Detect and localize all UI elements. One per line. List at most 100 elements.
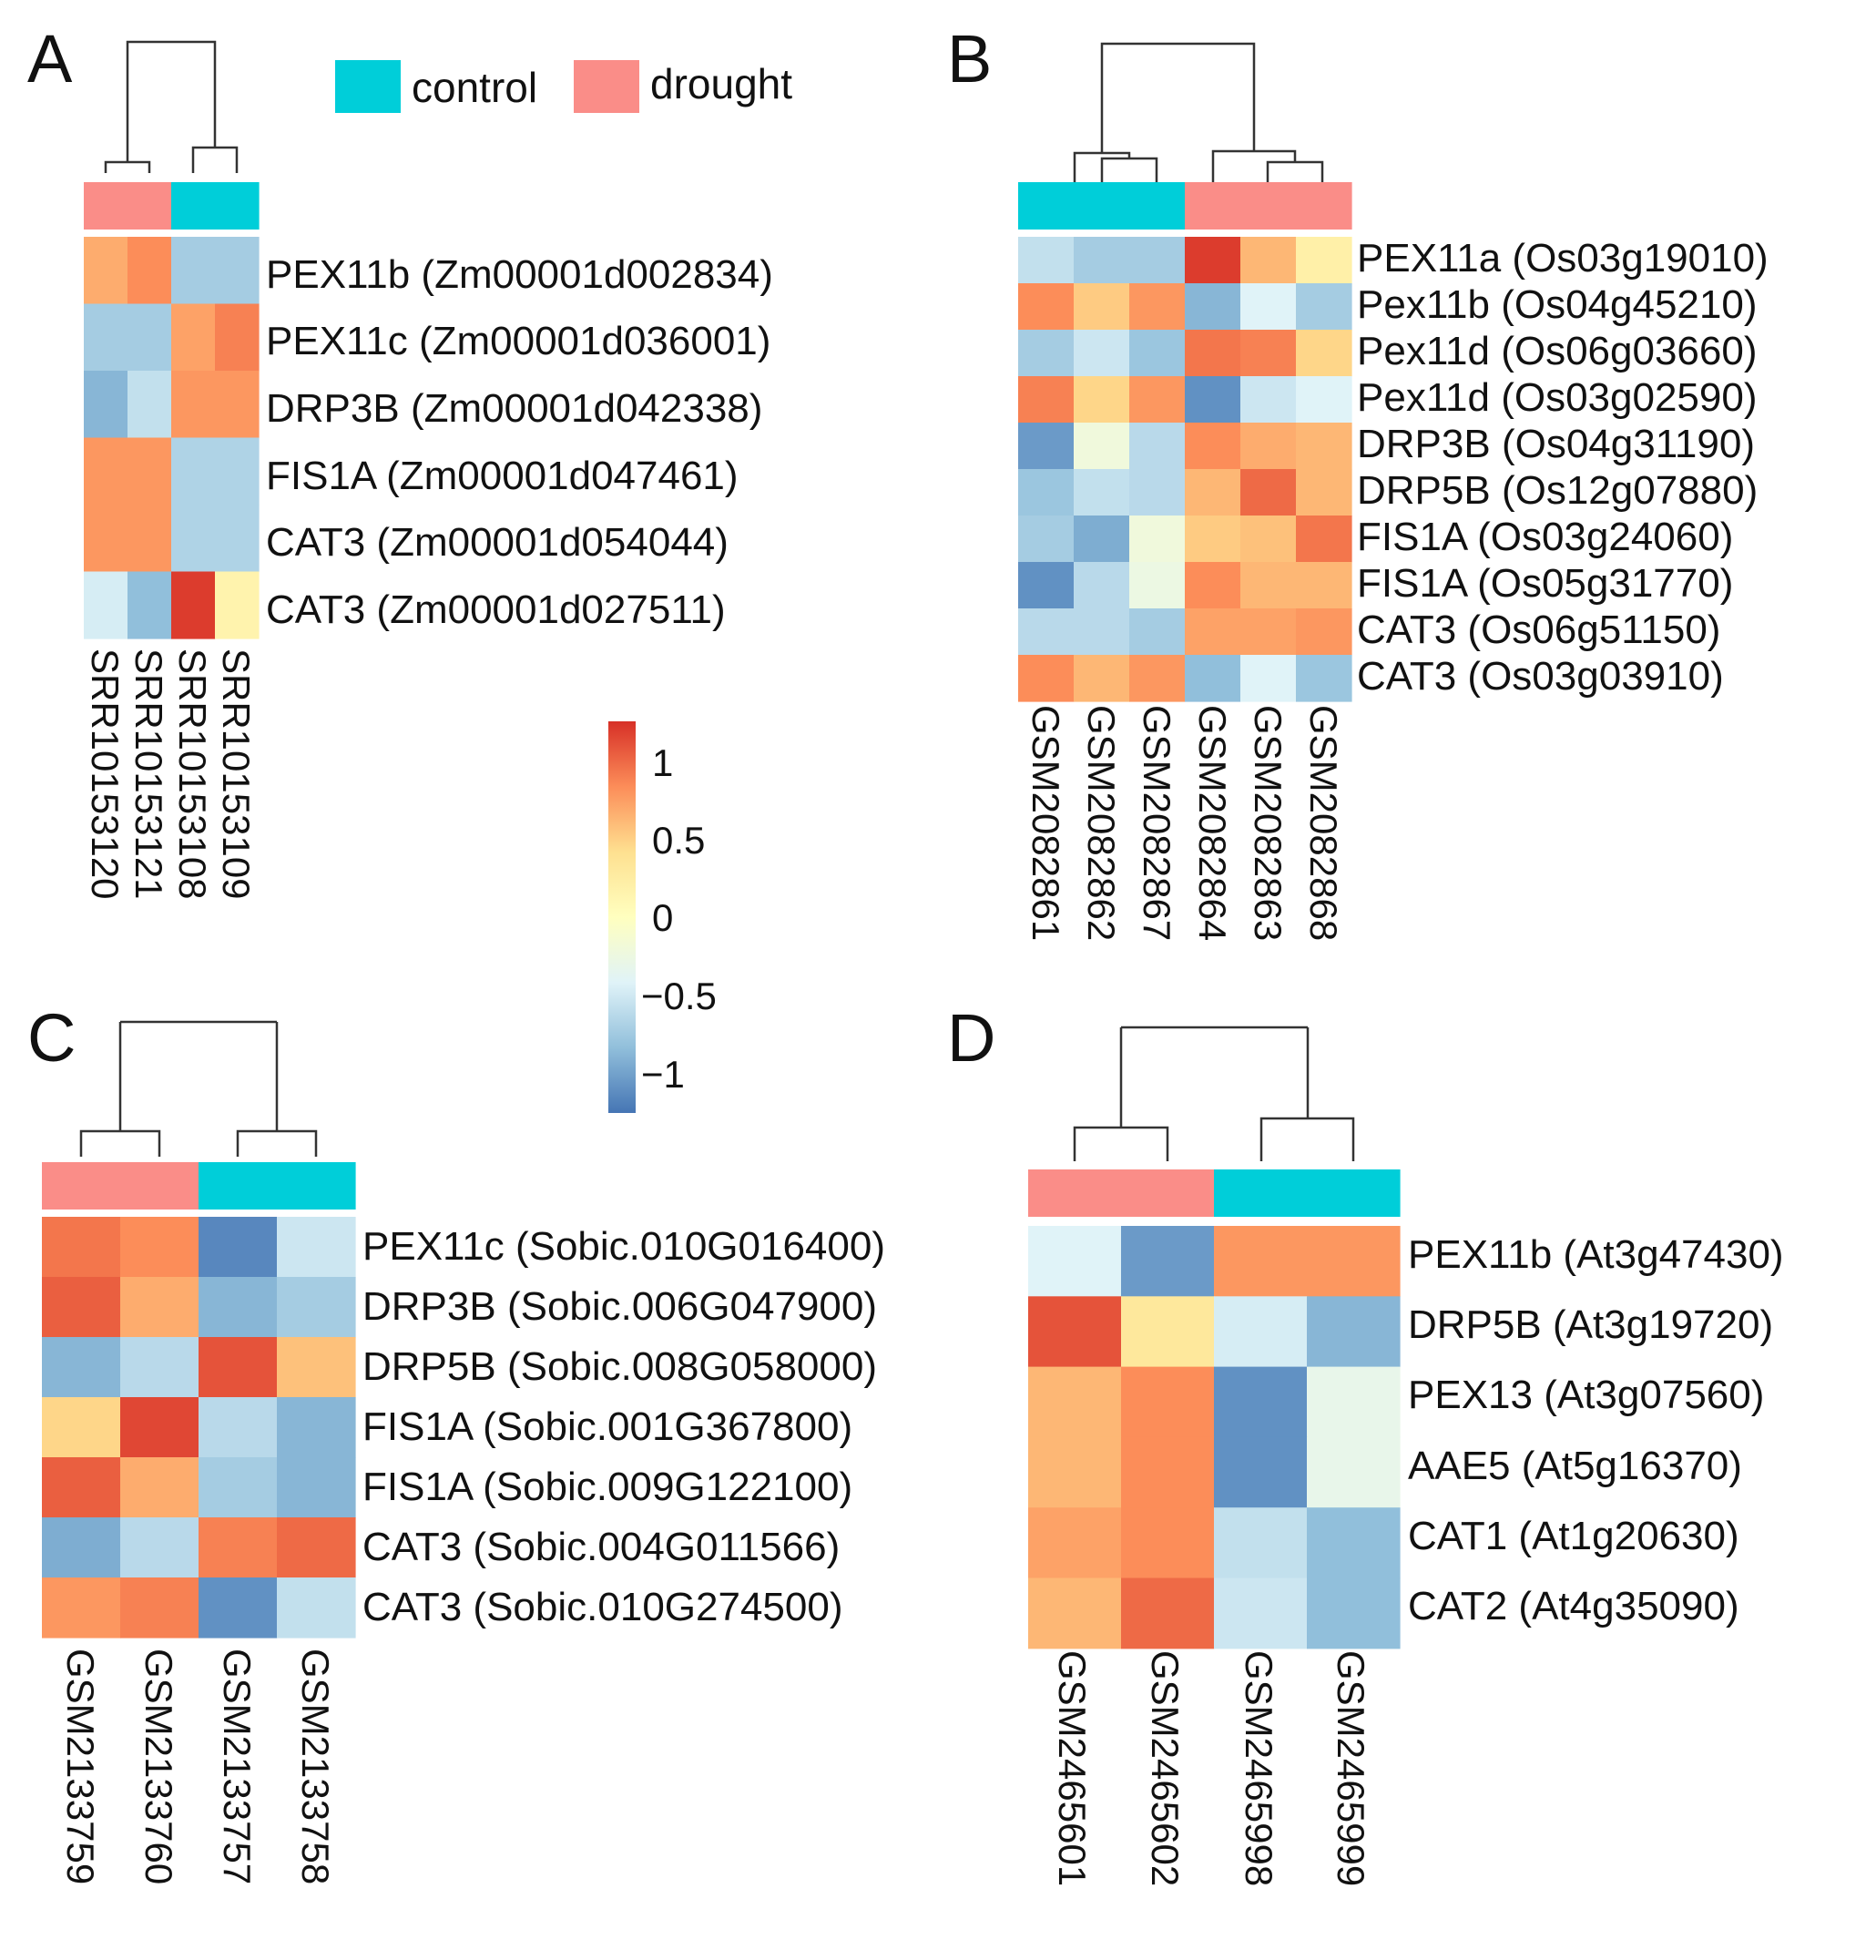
heatmap-cell-d bbox=[1307, 1577, 1401, 1649]
heatmap-cell-c bbox=[120, 1457, 199, 1518]
column-label: GSM2465998 bbox=[1238, 1650, 1280, 1886]
row-label: DRP3B (Sobic.006G047900) bbox=[362, 1284, 877, 1329]
row-label: PEX11c (Zm00001d036001) bbox=[266, 319, 770, 363]
heatmap-cell-b bbox=[1296, 283, 1352, 331]
heatmap-cell-d bbox=[1307, 1366, 1401, 1438]
dendrogram-columns-b bbox=[1073, 42, 1324, 182]
heatmap-cell-b bbox=[1240, 330, 1297, 377]
heatmap-cell-c bbox=[277, 1457, 356, 1518]
heatmap-cell-b bbox=[1296, 423, 1352, 470]
heatmap-cell-d bbox=[1028, 1507, 1122, 1579]
heatmap-cell-b bbox=[1185, 423, 1241, 470]
heatmap-cell-c bbox=[120, 1577, 199, 1638]
heatmap-cell-b bbox=[1296, 516, 1352, 563]
group-annotation-cell-d bbox=[1214, 1169, 1308, 1217]
heatmap-cell-b bbox=[1296, 376, 1352, 424]
colorbar-tick-neg-0-5: −0.5 bbox=[641, 975, 717, 1017]
heatmap-cell-b bbox=[1240, 608, 1297, 656]
heatmap-cell-b bbox=[1240, 237, 1297, 284]
dendrogram-columns-a bbox=[104, 40, 239, 173]
heatmap-cell-b bbox=[1240, 423, 1297, 470]
heatmap-cell-d bbox=[1028, 1436, 1122, 1508]
column-label: SRR10153120 bbox=[84, 648, 127, 900]
column-label: GSM2082861 bbox=[1025, 705, 1067, 941]
heatmap-cell-b bbox=[1074, 330, 1130, 377]
heatmap-cell-b bbox=[1240, 283, 1297, 331]
heatmap-cell-d bbox=[1307, 1296, 1401, 1368]
colorbar-tick-0-5: 0.5 bbox=[652, 819, 705, 862]
heatmap-cell-b bbox=[1018, 608, 1075, 656]
heatmap-cell-a bbox=[84, 371, 128, 439]
heatmap-cell-a bbox=[215, 303, 260, 372]
heatmap-cell-b bbox=[1074, 608, 1130, 656]
row-label: PEX13 (At3g07560) bbox=[1408, 1373, 1764, 1417]
heatmap-cell-b bbox=[1296, 608, 1352, 656]
heatmap-cell-b bbox=[1018, 562, 1075, 609]
heatmap-cell-b bbox=[1129, 330, 1186, 377]
column-label: GSM2133760 bbox=[138, 1649, 180, 1884]
row-label: DRP3B (Zm00001d042338) bbox=[266, 386, 762, 431]
heatmap-cell-b bbox=[1185, 376, 1241, 424]
heatmap-cell-b bbox=[1296, 469, 1352, 516]
heatmap-cell-a bbox=[215, 571, 260, 639]
heatmap-panel-d: PEX11b (At3g47430) DRP5B (At3g19720) PEX… bbox=[1028, 1026, 1784, 1886]
row-label: FIS1A (Sobic.009G122100) bbox=[362, 1465, 852, 1509]
heatmap-cell-b bbox=[1018, 516, 1075, 563]
heatmap-cell-c bbox=[42, 1217, 121, 1278]
group-annotation-cell-d bbox=[1307, 1169, 1401, 1217]
row-label: CAT2 (At4g35090) bbox=[1408, 1584, 1739, 1628]
row-label: CAT3 (Zm00001d027511) bbox=[266, 587, 726, 632]
heatmap-cell-a bbox=[215, 371, 260, 439]
row-label: AAE5 (At5g16370) bbox=[1408, 1444, 1742, 1488]
group-annotation-cell-d bbox=[1121, 1169, 1215, 1217]
heatmap-cell-d bbox=[1028, 1296, 1122, 1368]
group-annotation-cell-c bbox=[199, 1162, 278, 1210]
heatmap-cell-a bbox=[127, 505, 172, 573]
heatmap-cell-d bbox=[1214, 1366, 1308, 1438]
column-label: GSM2082868 bbox=[1302, 705, 1345, 941]
heatmap-cell-b bbox=[1240, 562, 1297, 609]
heatmap-cell-b bbox=[1074, 562, 1130, 609]
row-label: DRP5B (Sobic.008G058000) bbox=[362, 1344, 877, 1389]
row-label: PEX11c (Sobic.010G016400) bbox=[362, 1224, 885, 1269]
heatmap-cell-b bbox=[1296, 330, 1352, 377]
row-label: Pex11d (Os06g03660) bbox=[1357, 329, 1757, 373]
heatmap-cell-b bbox=[1129, 655, 1186, 702]
row-label: CAT3 (Sobic.004G011566) bbox=[362, 1525, 840, 1569]
group-annotation-cell-c bbox=[42, 1162, 121, 1210]
heatmap-cell-b bbox=[1296, 562, 1352, 609]
column-label: GSM2133758 bbox=[294, 1649, 337, 1884]
group-annotation-cell-a bbox=[84, 182, 128, 230]
heatmap-cell-b bbox=[1018, 655, 1075, 702]
column-label: GSM2465602 bbox=[1144, 1650, 1187, 1886]
heatmap-cell-b bbox=[1240, 655, 1297, 702]
heatmap-cell-b bbox=[1129, 516, 1186, 563]
column-label: GSM2082863 bbox=[1247, 705, 1290, 941]
column-label: GSM2082867 bbox=[1136, 705, 1178, 941]
heatmap-cell-c bbox=[42, 1517, 121, 1578]
heatmap-cell-a bbox=[171, 437, 216, 505]
column-label: GSM2082864 bbox=[1191, 705, 1234, 941]
heatmap-cell-a bbox=[215, 437, 260, 505]
heatmap-cell-d bbox=[1121, 1507, 1215, 1579]
heatmap-cell-b bbox=[1129, 608, 1186, 656]
heatmap-cell-b bbox=[1185, 562, 1241, 609]
heatmap-cell-c bbox=[42, 1337, 121, 1398]
heatmap-panel-b: PEX11a (Os03g19010) Pex11b (Os04g45210) … bbox=[1018, 42, 1769, 941]
group-annotation-cell-b bbox=[1185, 182, 1241, 230]
heatmap-cell-d bbox=[1214, 1577, 1308, 1649]
heatmap-cell-b bbox=[1074, 283, 1130, 331]
heatmap-cell-c bbox=[120, 1517, 199, 1578]
heatmap-cell-b bbox=[1185, 283, 1241, 331]
heatmap-cell-b bbox=[1074, 655, 1130, 702]
heatmap-cell-c bbox=[120, 1397, 199, 1458]
heatmap-cell-b bbox=[1185, 469, 1241, 516]
heatmap-panel-c: PEX11c (Sobic.010G016400) DRP3B (Sobic.0… bbox=[42, 1020, 885, 1884]
heatmap-cell-c bbox=[277, 1217, 356, 1278]
heatmap-cell-a bbox=[171, 237, 216, 305]
row-label: FIS1A (Zm00001d047461) bbox=[266, 454, 739, 498]
heatmap-cell-d bbox=[1028, 1577, 1122, 1649]
group-annotation-cell-c bbox=[120, 1162, 199, 1210]
group-annotation-cell-b bbox=[1240, 182, 1297, 230]
